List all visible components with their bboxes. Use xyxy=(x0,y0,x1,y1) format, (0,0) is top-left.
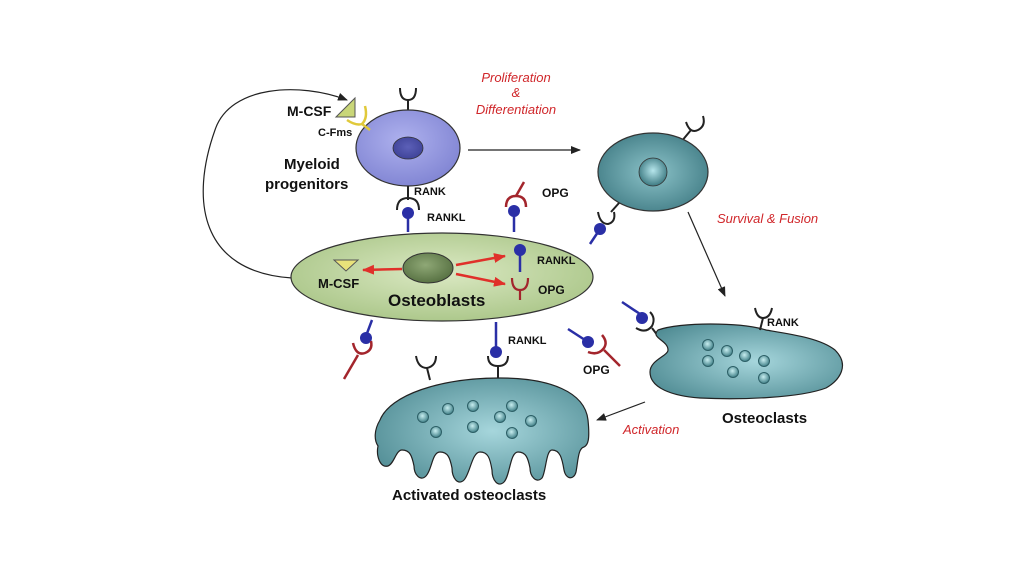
rankl-ligand-right xyxy=(588,223,606,245)
label-opg-top: OPG xyxy=(542,186,569,200)
label-rank-osteoclast: RANK xyxy=(767,317,799,329)
label-myeloid: Myeloid xyxy=(284,156,340,173)
label-rankl-bottom: RANKL xyxy=(508,335,547,347)
rankl-ligand-osteoclast xyxy=(621,300,659,337)
label-rank-top: RANK xyxy=(414,186,446,198)
osteoclast-cell xyxy=(649,307,844,400)
opg-inner-icon xyxy=(510,277,530,300)
rank-receptor-icon xyxy=(597,211,616,226)
mcsf-triangle-icon xyxy=(334,96,356,118)
label-ampersand: & xyxy=(512,85,521,100)
rankl-inner-icon xyxy=(514,244,526,272)
rank-receptor-icon xyxy=(754,307,773,320)
receptor-icon xyxy=(399,87,417,102)
label-opg-inner: OPG xyxy=(538,283,565,297)
label-survival-fusion: Survival & Fusion xyxy=(717,211,818,226)
label-mcsf-inner: M-CSF xyxy=(318,276,359,291)
osteoblast-nucleus xyxy=(402,252,454,284)
arrow-to-mcsf xyxy=(362,264,403,275)
receptor-icon xyxy=(415,355,437,370)
label-osteoblasts: Osteoblasts xyxy=(388,291,485,310)
rankl-opg-complex-bottom-left xyxy=(342,319,374,380)
mcsf-inner-triangle-icon xyxy=(332,259,360,272)
rank-receptor-icon xyxy=(396,196,420,211)
myeloid-progenitor-cell xyxy=(346,87,461,211)
myeloid-nucleus xyxy=(392,136,424,160)
cfms-receptor-icon xyxy=(346,105,371,131)
label-activation: Activation xyxy=(622,422,679,437)
label-proliferation: Proliferation xyxy=(481,70,550,85)
rankl-ligand-bottom xyxy=(490,322,502,358)
label-rankl-inner: RANKL xyxy=(537,255,576,267)
rankl-opg-complex-bottom-right xyxy=(567,327,621,367)
activation-arrow xyxy=(596,401,646,421)
label-opg-bottom: OPG xyxy=(583,363,610,377)
rankl-opg-complex-top xyxy=(504,181,528,232)
receptor-icon xyxy=(685,115,705,132)
survival-fusion-arrow xyxy=(687,211,726,297)
osteoclast-precursor-cell xyxy=(597,115,709,226)
arrow-to-rankl xyxy=(455,253,506,267)
precursor-nucleus xyxy=(638,157,668,187)
rankl-ligand-top xyxy=(402,207,414,232)
activated-osteoclast-cell xyxy=(374,355,590,485)
arrow-to-opg xyxy=(455,272,506,287)
label-osteoclasts: Osteoclasts xyxy=(722,410,807,427)
mcsf-feedback-arrow xyxy=(202,89,348,279)
label-cfms: C-Fms xyxy=(318,127,352,139)
label-mcsf-top: M-CSF xyxy=(287,103,332,119)
label-progenitors: progenitors xyxy=(265,176,348,193)
label-rankl-top: RANKL xyxy=(427,212,466,224)
label-activated-osteoclasts: Activated osteoclasts xyxy=(392,487,546,504)
label-differentiation: Differentiation xyxy=(476,102,556,117)
rank-receptor-icon xyxy=(487,355,509,368)
